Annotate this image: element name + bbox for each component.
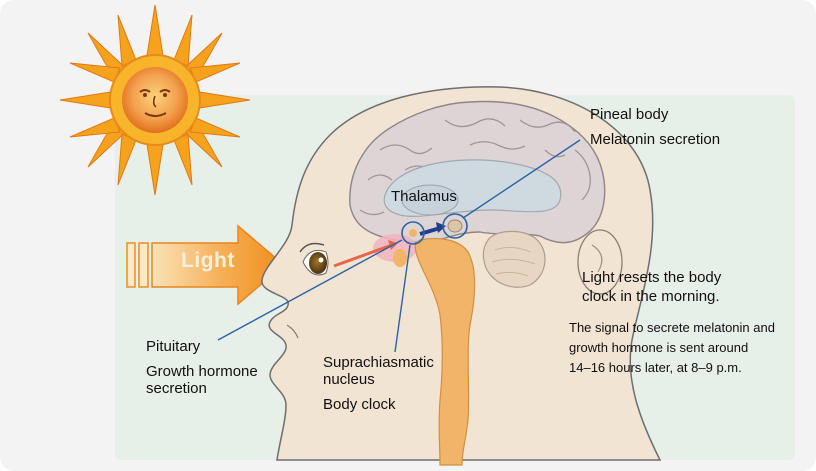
scn-label-nucleus: nucleus xyxy=(323,371,375,389)
scn-dot xyxy=(409,229,417,237)
signal-note-line1: The signal to secrete melatonin and xyxy=(569,318,775,338)
pituitary-label: Pituitary xyxy=(146,338,200,356)
pituitary-gland xyxy=(393,249,407,267)
growth-hormone-secretion-label: secretion xyxy=(146,380,207,398)
light-label: Light xyxy=(181,249,235,273)
scn-label: Suprachiasmatic xyxy=(323,354,434,372)
signal-note-line2: growth hormone is sent around xyxy=(569,338,748,358)
melatonin-secretion-label: Melatonin secretion xyxy=(590,131,720,149)
thalamus-label: Thalamus xyxy=(391,188,457,206)
light-resets-note: Light resets the body xyxy=(582,269,721,287)
sun-icon xyxy=(60,5,250,195)
pineal-body-label: Pineal body xyxy=(590,106,668,124)
signal-note-line3: 14–16 hours later, at 8–9 p.m. xyxy=(569,358,742,378)
pineal-gland xyxy=(448,220,462,232)
light-resets-note-line2: clock in the morning. xyxy=(582,288,720,306)
growth-hormone-label: Growth hormone xyxy=(146,363,258,381)
body-clock-label: Body clock xyxy=(323,396,396,414)
